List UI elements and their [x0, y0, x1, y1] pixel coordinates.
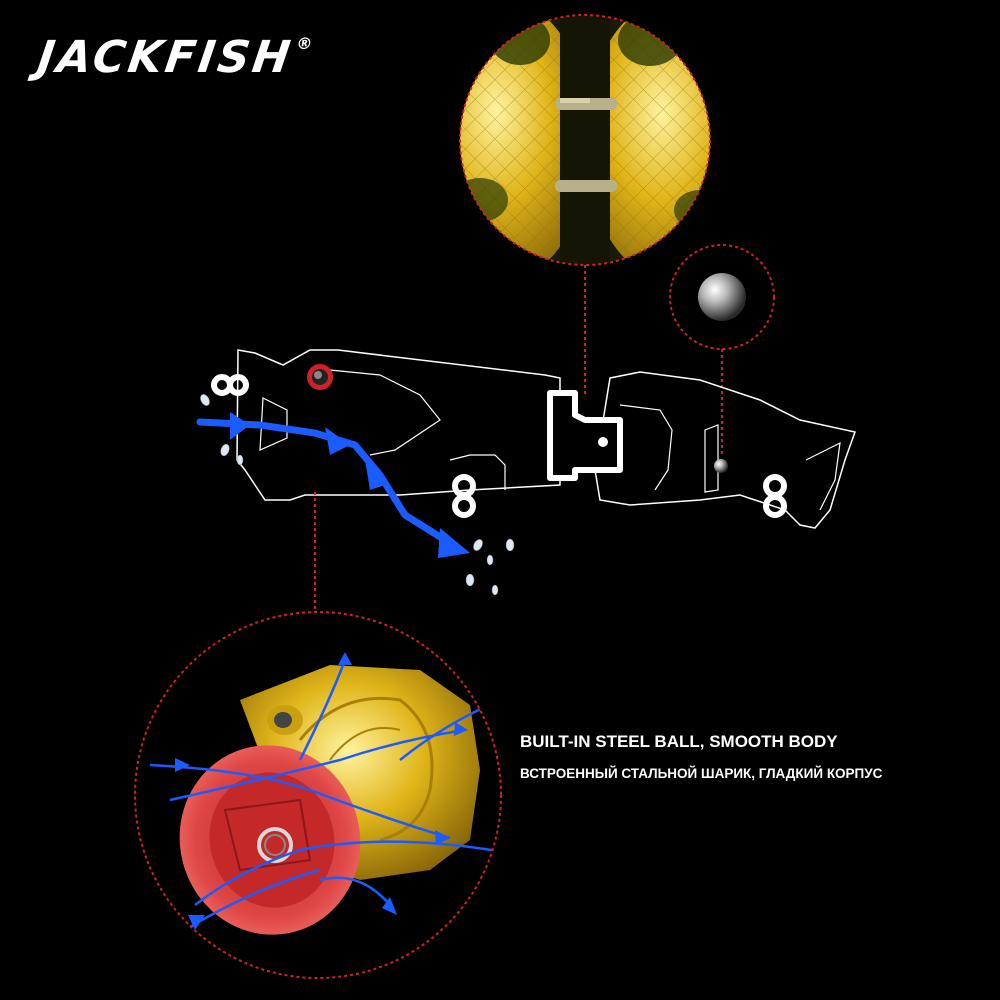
caption-russian: ВСТРОЕННЫЙ СТАЛЬНОЙ ШАРИК, ГЛАДКИЙ КОРПУ…: [520, 766, 883, 781]
steel-ball-callout: [669, 244, 775, 455]
brand-logo: JACKFISH®: [34, 32, 317, 83]
internal-ball: [714, 459, 728, 473]
joint-connector: [547, 390, 623, 481]
water-flow-arrow: [196, 412, 470, 558]
hook-eye-tail: [763, 474, 787, 518]
popper-mouth-callout: [134, 611, 502, 979]
caption-english: BUILT-IN STEEL BALL, SMOOTH BODY: [520, 732, 838, 751]
split-ring: [257, 827, 293, 863]
tail-segment-outline: [594, 371, 856, 529]
hook-eye-belly: [452, 474, 476, 518]
registered-mark: ®: [295, 34, 317, 53]
water-droplets: [200, 394, 515, 596]
steel-ball-icon: [698, 273, 746, 321]
hook-eye-nose: [211, 374, 249, 396]
head-segment-outline: [236, 349, 561, 501]
brand-name: JACKFISH: [34, 32, 297, 83]
